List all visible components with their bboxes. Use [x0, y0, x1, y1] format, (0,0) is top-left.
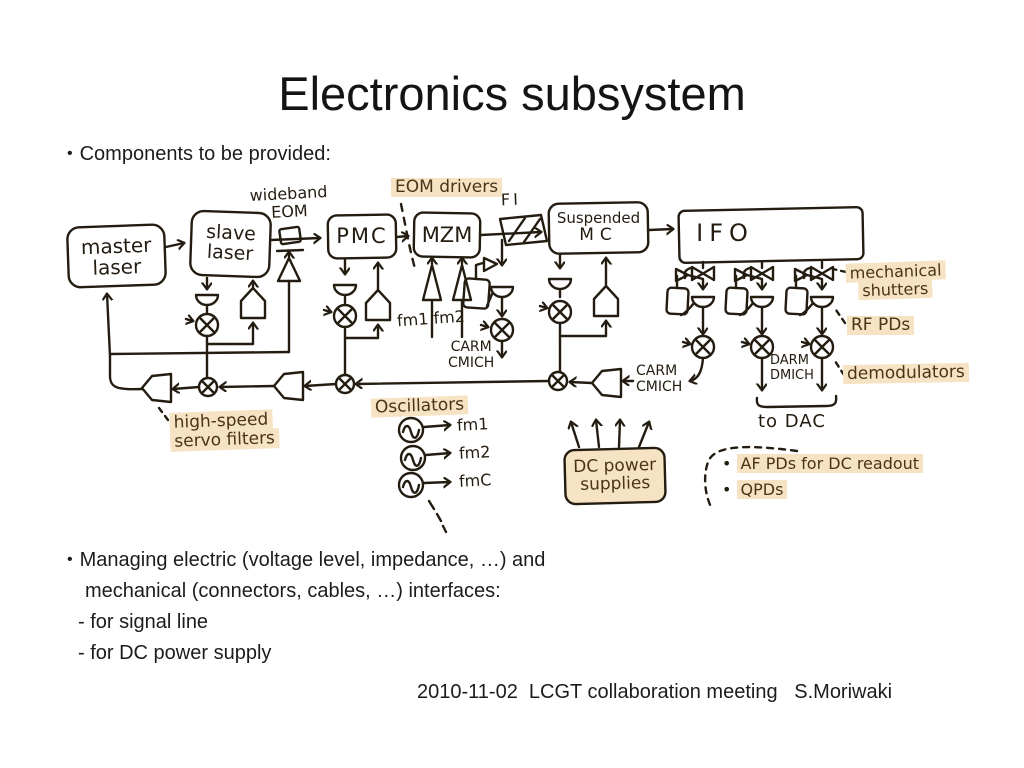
- fm2-label: fm2: [458, 442, 491, 463]
- amplifier-icon: [793, 267, 809, 283]
- servo-filter-icon: [272, 370, 305, 402]
- pmc-box: [326, 213, 398, 260]
- ifo-label: IFO: [696, 219, 754, 248]
- ifo-box: [677, 206, 865, 264]
- intro-bullet-line: • Components to be provided:: [67, 143, 331, 166]
- photodetector-icon: [194, 293, 220, 315]
- servo-filters-label: high-speed servo filters: [169, 409, 280, 452]
- af-qpd-outline: [703, 445, 799, 509]
- list-bullet: •: [722, 454, 732, 473]
- photodetector-icon: [489, 285, 515, 299]
- footer-credit: 2010-11-02 LCGT collaboration meeting S.…: [417, 681, 893, 703]
- faraday-isolator-symbol: [498, 213, 549, 247]
- amplifier-icon: [451, 263, 473, 339]
- ifo-readout-chain-3: [784, 260, 835, 390]
- fi-label: FI: [500, 189, 522, 210]
- wideband-eom-symbol: [278, 225, 302, 246]
- preamp-box: [665, 286, 690, 316]
- master-laser-label: master laser: [80, 232, 152, 280]
- suspended-mc-label: Suspended MC: [556, 209, 641, 245]
- eom-drivers-pointer-line: [399, 202, 418, 274]
- to-dac-label: to DAC: [758, 411, 826, 432]
- oscillator-icon: [397, 416, 425, 444]
- rf-pds-label: RF PDs: [847, 315, 915, 336]
- suspended-mc-box: [547, 201, 650, 255]
- wideband-eom-label: wideband EOM: [249, 181, 328, 222]
- amplifier-icon: [482, 256, 499, 273]
- wideband-eom-amp: [276, 252, 302, 354]
- amplifier-icon: [592, 284, 620, 318]
- preamp-box: [462, 277, 491, 310]
- carm-cmich-input-label: CARM CMICH: [636, 363, 683, 395]
- bullet-dot: •: [67, 145, 73, 162]
- amplifier-icon: [276, 256, 302, 283]
- fi-pickoff-chain: [462, 238, 515, 357]
- darm-dmich-label: DARM DMICH: [770, 353, 814, 383]
- beam-path: [164, 213, 673, 253]
- demodulators-label: demodulators: [842, 362, 970, 385]
- oscillators-group: [397, 416, 450, 534]
- slave-laser-servo-chain: [186, 276, 267, 380]
- label-pointer-lines: [154, 267, 848, 422]
- photodetector-icon: [547, 277, 573, 299]
- dc-power-label: DC power supplies: [573, 455, 657, 495]
- to-dac-bracket: [755, 394, 838, 409]
- managing-text-block: •Managing electric (voltage level, imped…: [67, 544, 545, 669]
- slave-laser-box: [189, 209, 272, 279]
- oscillator-icon: [397, 471, 425, 499]
- amplifier-icon: [364, 288, 392, 322]
- dc-power-arrows: [571, 420, 649, 449]
- photodetector-icon: [332, 283, 358, 305]
- pmc-label: PMC: [336, 224, 388, 249]
- qpds-item: • QPDs: [722, 480, 788, 499]
- amplifier-icon: [421, 263, 443, 339]
- oscillators-label: Oscillators: [370, 394, 469, 418]
- servo-filter-icon: [140, 372, 173, 404]
- mechanical-shutters-label: mechanical shutters: [845, 260, 946, 301]
- managing-line-1: •Managing electric (voltage level, imped…: [67, 549, 546, 571]
- mc-servo-chain: [540, 252, 620, 374]
- amplifier-icon: [239, 286, 267, 320]
- oscillator-icon: [399, 444, 427, 472]
- preamp-box: [784, 286, 809, 316]
- amplifier-icon: [674, 267, 690, 283]
- list-bullet: •: [722, 480, 732, 499]
- managing-line-2: mechanical (connectors, cables, …) inter…: [85, 580, 501, 602]
- photodetector-icon: [749, 295, 775, 309]
- amplifier-icon: [733, 267, 749, 283]
- photodetector-icon: [690, 295, 716, 309]
- managing-line-3: - for signal line: [78, 611, 209, 633]
- ifo-readout-chain-1: [665, 260, 716, 381]
- mzm-drive-amps: [399, 202, 473, 339]
- mzm-label: MZM: [421, 222, 473, 247]
- fmc-label: fmC: [458, 470, 492, 491]
- photodetector-icon: [809, 295, 835, 309]
- ifo-readout-chain-2: [724, 260, 775, 390]
- intro-bullet-text: Components to be provided:: [79, 143, 331, 165]
- fm1-label: fm1: [456, 414, 489, 435]
- servo-filter-icon: [590, 367, 623, 399]
- main-feedback-line: [107, 294, 635, 404]
- carm-cmich-output-label: CARM CMICH: [448, 339, 495, 371]
- managing-line-4: - for DC power supply: [78, 642, 272, 664]
- af-pds-item: • AF PDs for DC readout: [722, 454, 924, 473]
- page-title: Electronics subsystem: [278, 67, 746, 120]
- master-laser-box: [66, 223, 167, 289]
- pmc-servo-chain: [324, 257, 392, 377]
- eom-drivers-label: EOM drivers: [391, 177, 503, 198]
- preamp-box: [724, 286, 749, 316]
- dc-power-box: [563, 446, 667, 506]
